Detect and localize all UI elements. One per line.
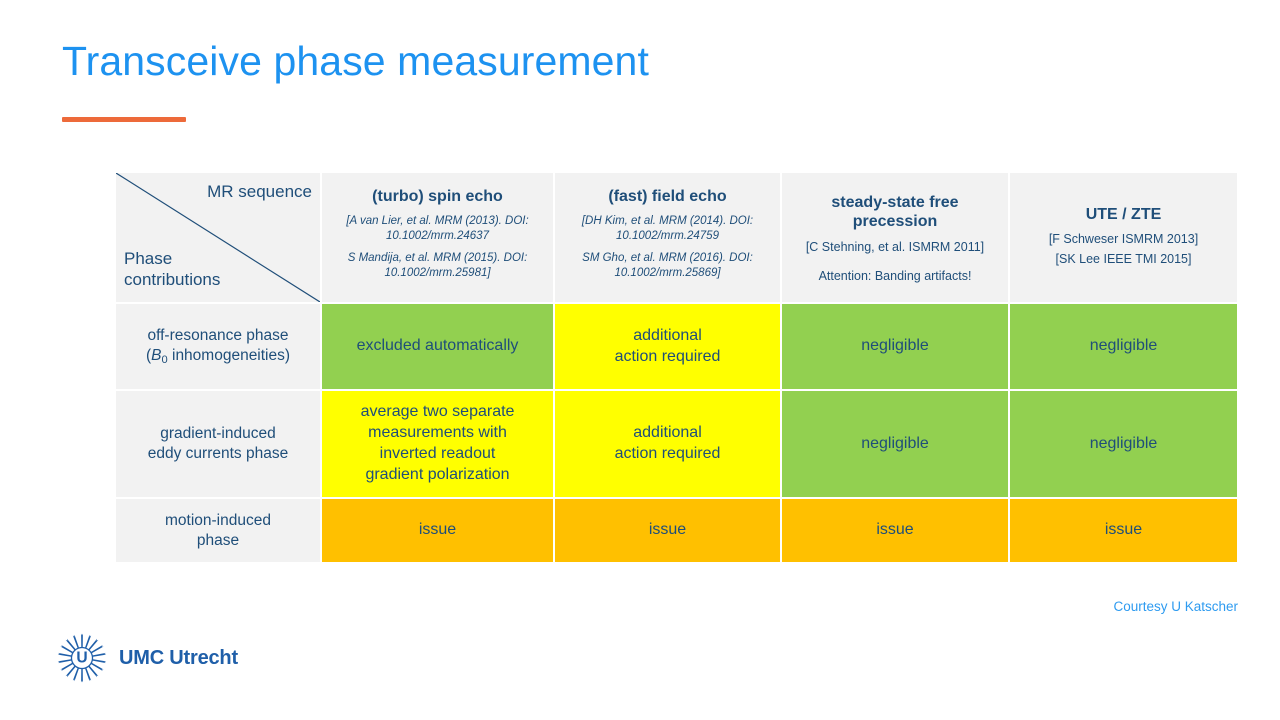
column-title: (fast) field echo	[608, 188, 727, 206]
row-label-line2: eddy currents phase	[147, 445, 289, 462]
column-reference: [F Schweser ISMRM 2013]	[1048, 232, 1199, 247]
row-label-line2: phase	[196, 531, 240, 549]
row-label-line1: motion-induced	[165, 511, 271, 529]
table-cell: excluded automatically	[321, 303, 554, 390]
logo-wordmark: UMC Utrecht	[119, 646, 238, 669]
column-reference: S Mandija, et al. MRM (2015). DOI: 10.10…	[347, 252, 528, 280]
courtesy-credit: Courtesy U Katscher	[1113, 599, 1238, 614]
table-row-off-resonance: off-resonance phase (B0 inhomogeneities)…	[115, 303, 1238, 390]
column-axis-label: MR sequence	[207, 182, 312, 201]
column-reference: [C Stehning, et al. ISMRM 2011]	[805, 239, 985, 254]
umc-utrecht-sunburst-icon: U	[57, 633, 107, 683]
table-row-eddy-currents: gradient-induced eddy currents phase ave…	[115, 390, 1238, 498]
row-label-line2: (B0 inhomogeneities)	[145, 346, 291, 366]
mr-sequence-phase-table: MR sequence Phase contributions (turbo) …	[115, 172, 1238, 563]
row-axis-label: Phase contributions	[124, 249, 220, 290]
column-reference: [SK Lee IEEE TMI 2015]	[1055, 252, 1192, 267]
table-cell: negligible	[1009, 303, 1238, 390]
table-row-motion: motion-induced phase issue issue issue i…	[115, 498, 1238, 563]
column-warning-note: Attention: Banding artifacts!	[818, 268, 972, 283]
column-title: (turbo) spin echo	[372, 188, 503, 206]
row-label-line1: off-resonance phase	[147, 327, 289, 345]
column-reference: [A van Lier, et al. MRM (2013). DOI: 10.…	[346, 215, 529, 242]
table-cell: negligible	[781, 303, 1009, 390]
column-header-ute-zte: UTE / ZTE [F Schweser ISMRM 2013] [SK Le…	[1009, 172, 1238, 303]
column-title: UTE / ZTE	[1085, 205, 1162, 223]
row-label-eddy-currents: gradient-induced eddy currents phase	[115, 390, 321, 498]
table-cell: negligible	[781, 390, 1009, 498]
row-label-line1: gradient-induced	[160, 425, 276, 443]
title-underline-rule	[62, 117, 186, 122]
column-reference: SM Gho, et al. MRM (2016). DOI: 10.1002/…	[582, 252, 753, 280]
table-cell: issue	[1009, 498, 1238, 563]
b0-symbol: B	[151, 346, 162, 364]
column-title: steady-state free precession	[831, 194, 959, 230]
row-label-off-resonance: off-resonance phase (B0 inhomogeneities)	[115, 303, 321, 390]
logo-letter: U	[76, 650, 87, 667]
table-header-row: MR sequence Phase contributions (turbo) …	[115, 172, 1238, 303]
row-axis-label-line1: Phase	[124, 249, 173, 269]
column-header-ssfp: steady-state free precession [C Stehning…	[781, 172, 1009, 303]
comparison-table-container: MR sequence Phase contributions (turbo) …	[115, 172, 1238, 563]
umc-utrecht-logo: U UMC Utrecht	[56, 632, 238, 684]
table-cell: issue	[321, 498, 554, 563]
column-reference: [DH Kim, et al. MRM (2014). DOI: 10.1002…	[581, 215, 754, 242]
b0-subscript: 0	[161, 353, 168, 366]
column-header-field-echo: (fast) field echo [DH Kim, et al. MRM (2…	[554, 172, 781, 303]
page-title: Transceive phase measurement	[62, 38, 649, 84]
table-cell: negligible	[1009, 390, 1238, 498]
row-axis-label-line2: contributions	[124, 269, 221, 289]
corner-header-cell: MR sequence Phase contributions	[115, 172, 321, 303]
row-label-motion: motion-induced phase	[115, 498, 321, 563]
column-header-spin-echo: (turbo) spin echo [A van Lier, et al. MR…	[321, 172, 554, 303]
table-cell: issue	[554, 498, 781, 563]
table-cell: issue	[781, 498, 1009, 563]
